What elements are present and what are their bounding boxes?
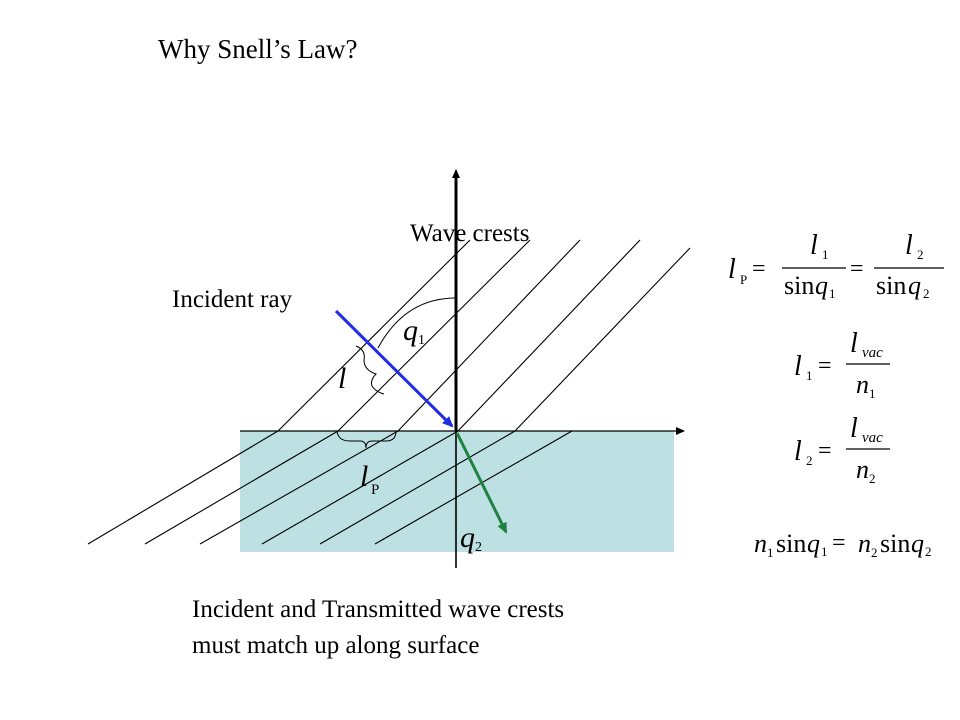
theta2-subscript: 2 (475, 540, 482, 555)
caption-line-1: Incident and Transmitted wave crests (192, 596, 565, 623)
svg-text:n: n (856, 455, 869, 484)
svg-text:sin: sin (784, 271, 814, 300)
svg-text:vac: vac (862, 430, 883, 446)
svg-text:1: 1 (767, 545, 774, 560)
lambda-parallel-subscript: P (371, 482, 379, 498)
svg-text:=: = (818, 438, 832, 464)
incident-crest (337, 239, 531, 432)
equation-snell: n 1 sin q 1 = n 2 sin q 2 (754, 529, 932, 560)
svg-text:q: q (911, 529, 924, 558)
lambda-parallel-symbol: l (360, 460, 368, 493)
svg-text:l: l (794, 351, 802, 382)
svg-text:2: 2 (923, 286, 930, 301)
svg-text:l: l (810, 230, 818, 261)
svg-text:sin: sin (876, 271, 906, 300)
lambda-parallel-brace (336, 430, 397, 449)
caption: Incident and Transmitted wave crests mus… (192, 592, 564, 664)
svg-text:l: l (794, 436, 802, 467)
equation-lambda-parallel: l P = l 1 sin q 1 = l 2 sin q 2 (728, 230, 944, 301)
transmitted-crest (144, 430, 339, 545)
svg-text:2: 2 (871, 545, 878, 560)
transmitted-crest (261, 430, 459, 545)
svg-text:=: = (850, 256, 864, 282)
svg-text:n: n (754, 529, 767, 558)
svg-text:2: 2 (925, 544, 932, 559)
medium-region (240, 431, 674, 552)
svg-text:l: l (850, 413, 858, 444)
theta1-symbol: q (403, 314, 418, 347)
lambda-brace (355, 345, 385, 395)
svg-text:sin: sin (776, 529, 806, 558)
incident-crest (277, 239, 471, 432)
svg-text:=: = (818, 353, 832, 379)
incident-wave-crests (277, 239, 691, 432)
transmitted-ray (455, 432, 508, 534)
svg-text:=: = (752, 256, 766, 282)
svg-text:sin: sin (880, 529, 910, 558)
svg-text:q: q (807, 529, 820, 558)
page-title: Why Snell’s Law? (158, 34, 358, 64)
svg-text:1: 1 (806, 368, 813, 383)
svg-text:1: 1 (869, 386, 876, 401)
svg-text:P: P (740, 272, 747, 287)
svg-text:q: q (815, 271, 828, 300)
incident-crest (397, 239, 581, 432)
equation-lambda-1: l 1 = l vac n 1 (794, 328, 890, 401)
theta1-arc (377, 297, 457, 349)
transmitted-crest (319, 430, 516, 545)
incident-crest (514, 247, 691, 432)
incident-ray-label: Incident ray (172, 286, 293, 313)
equation-lambda-2: l 2 = l vac n 2 (794, 413, 890, 486)
svg-text:l: l (728, 254, 736, 285)
incident-crest (457, 239, 641, 432)
svg-text:q: q (908, 271, 921, 300)
svg-text:2: 2 (806, 453, 813, 468)
theta2-symbol: q (460, 521, 475, 554)
svg-text:l: l (850, 328, 858, 359)
wave-crests-label: Wave crests (410, 220, 530, 247)
svg-text:=: = (832, 530, 846, 556)
transmitted-crest (199, 430, 399, 545)
svg-text:2: 2 (917, 247, 924, 262)
svg-text:1: 1 (821, 544, 828, 559)
svg-text:n: n (858, 529, 871, 558)
incident-ray (334, 309, 454, 428)
transmitted-wave-crests (87, 430, 573, 545)
svg-text:2: 2 (869, 471, 876, 486)
svg-text:1: 1 (822, 247, 829, 262)
transmitted-crest (87, 430, 279, 545)
svg-text:1: 1 (829, 286, 836, 301)
svg-text:l: l (905, 230, 913, 261)
lambda-symbol: l (338, 362, 346, 395)
svg-text:vac: vac (862, 345, 883, 361)
theta1-subscript: 1 (418, 333, 425, 348)
svg-text:n: n (856, 370, 869, 399)
caption-line-2: must match up along surface (192, 632, 480, 659)
transmitted-crest (374, 430, 573, 545)
